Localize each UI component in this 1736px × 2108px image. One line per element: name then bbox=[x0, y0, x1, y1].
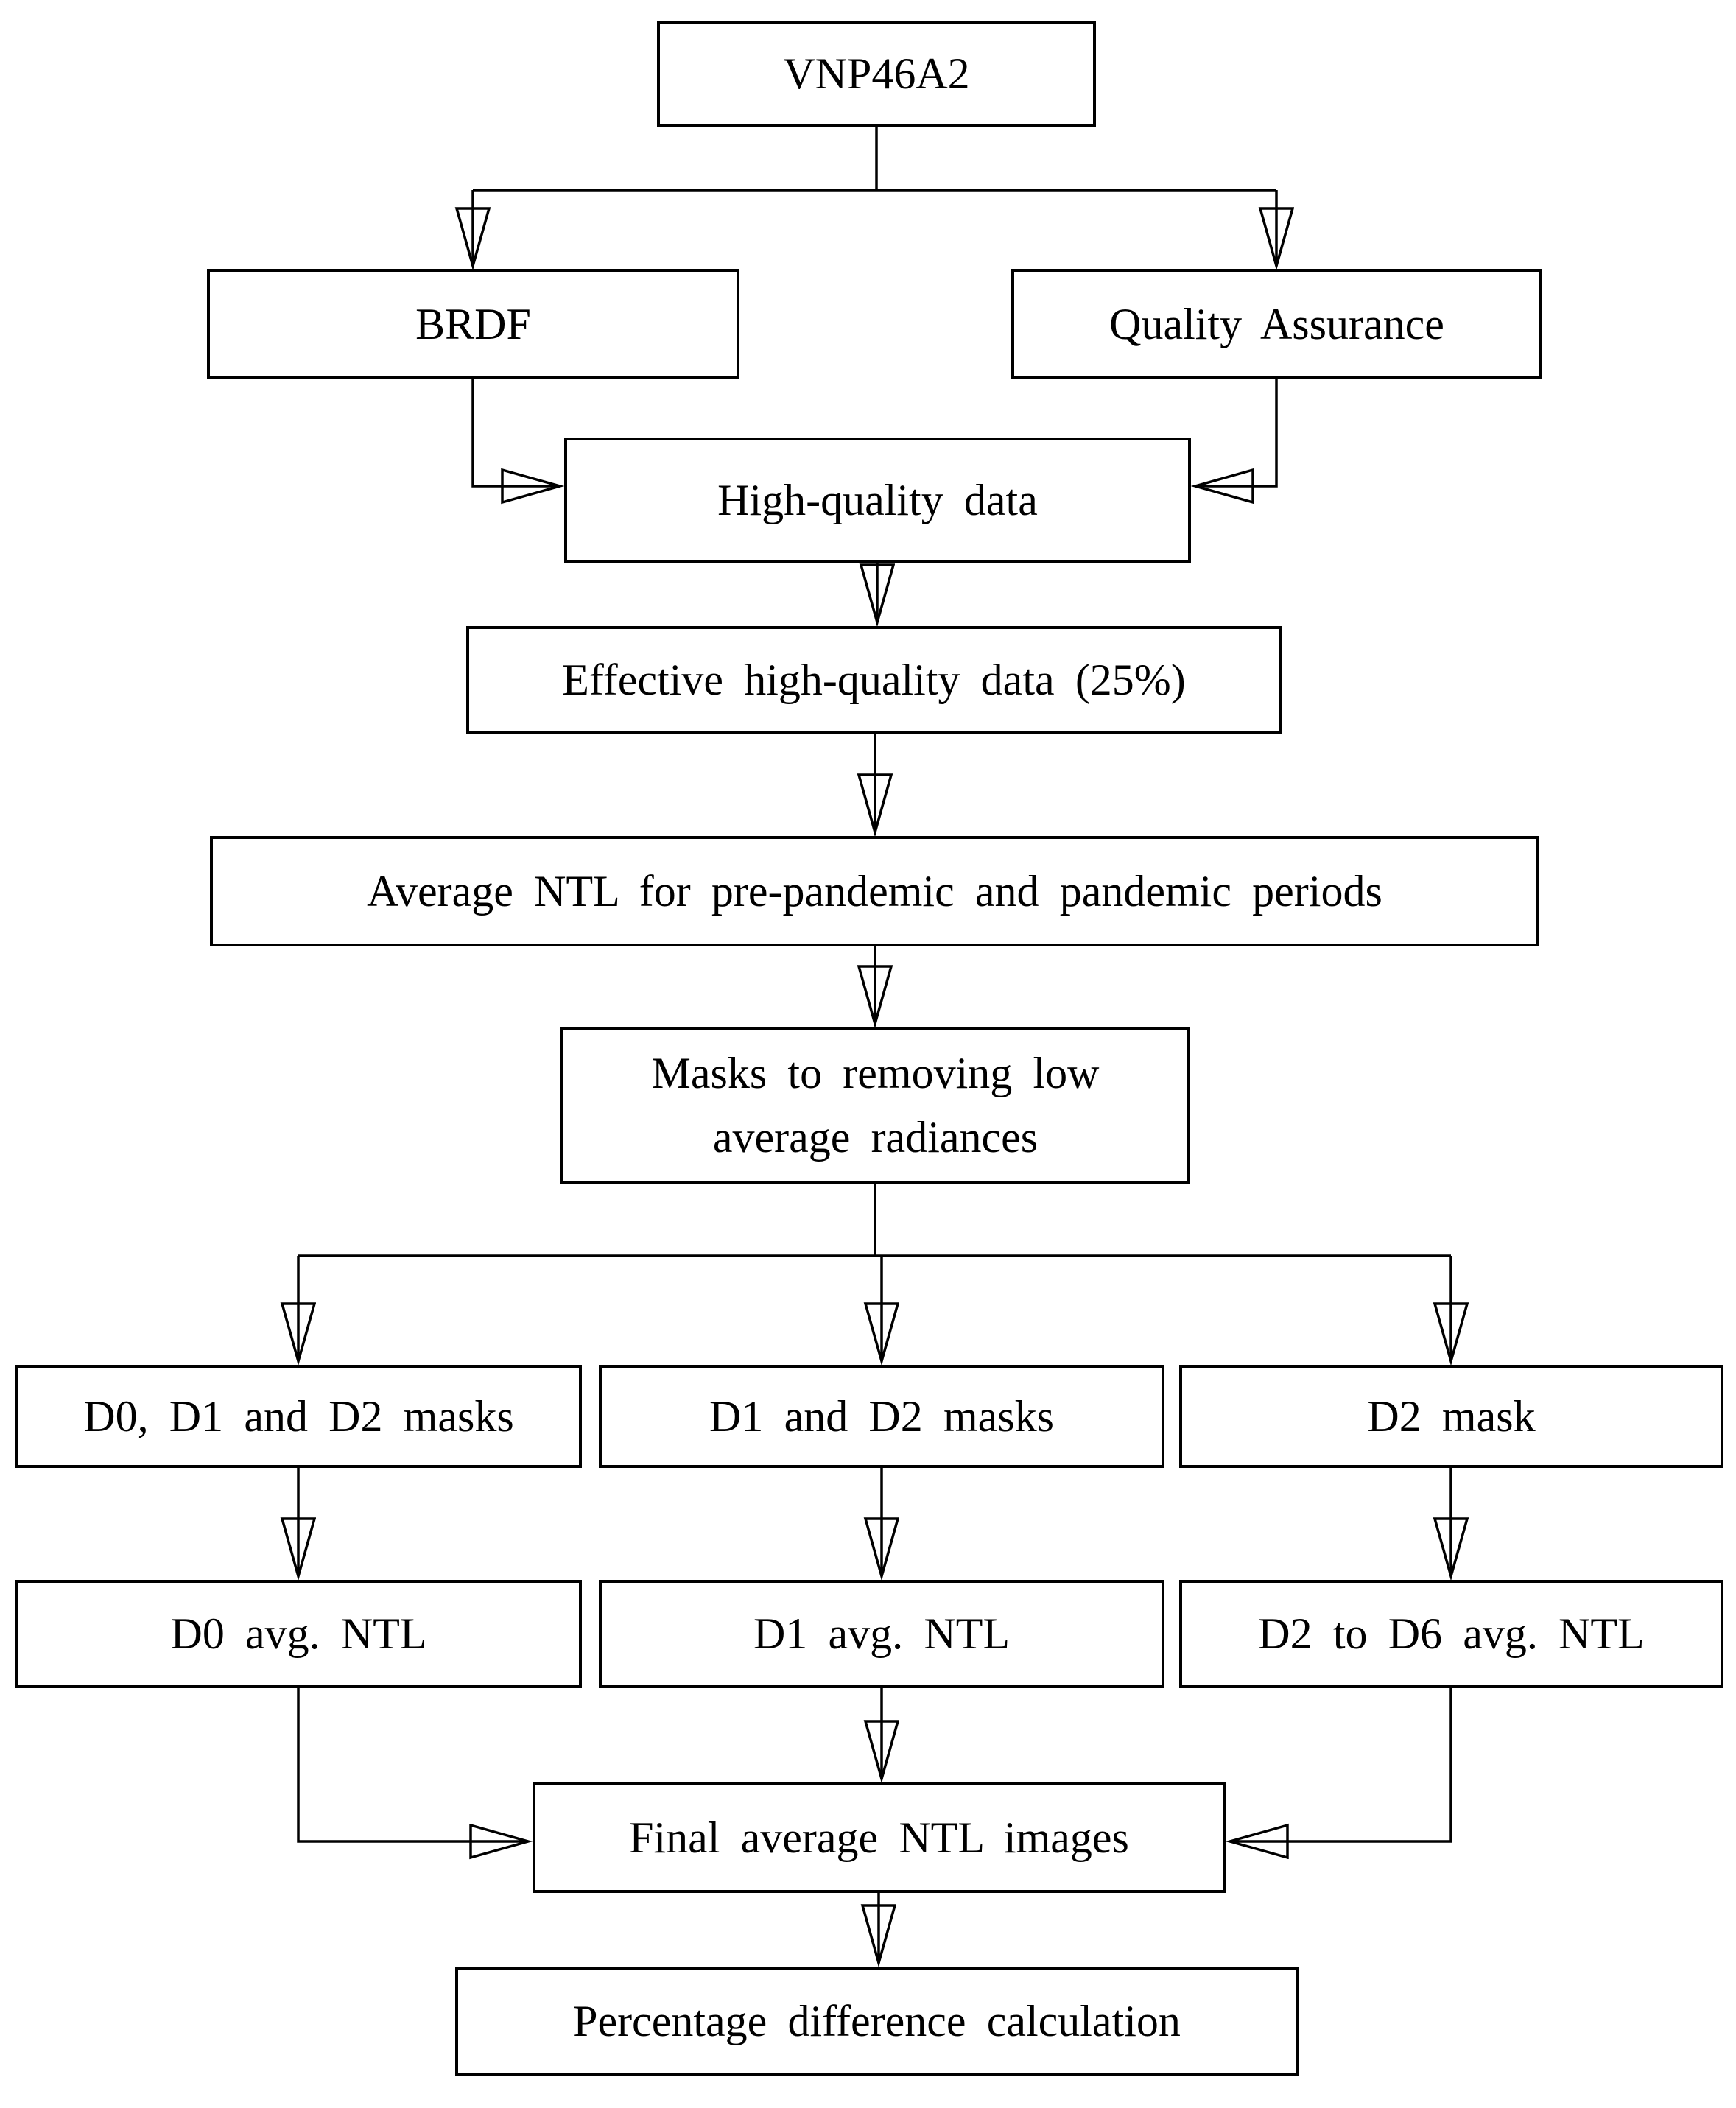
node-final-average-ntl-images-label: Final average NTL images bbox=[629, 1813, 1129, 1862]
node-percentage-difference-label: Percentage difference calculation bbox=[573, 1996, 1181, 2045]
node-masks-low-radiance-label: Masks to removing low average radiances bbox=[651, 1049, 1100, 1162]
node-brdf: BRDF bbox=[207, 269, 739, 379]
node-vnp46a2-label: VNP46A2 bbox=[783, 49, 970, 98]
edge-d2avg-to-final bbox=[1230, 1688, 1452, 1841]
node-d0-avg-ntl-label: D0 avg. NTL bbox=[170, 1609, 427, 1658]
node-d1-avg-ntl: D1 avg. NTL bbox=[599, 1580, 1164, 1688]
node-average-ntl-label: Average NTL for pre-pandemic and pandemi… bbox=[367, 866, 1382, 916]
node-d1-avg-ntl-label: D1 avg. NTL bbox=[753, 1609, 1010, 1658]
node-d2-d6-avg-ntl-label: D2 to D6 avg. NTL bbox=[1258, 1609, 1645, 1658]
node-percentage-difference: Percentage difference calculation bbox=[455, 1967, 1299, 2076]
node-brdf-label: BRDF bbox=[415, 299, 531, 348]
node-high-quality-data: High-quality data bbox=[564, 438, 1191, 563]
edge-d0avg-to-final bbox=[297, 1688, 528, 1841]
node-average-ntl: Average NTL for pre-pandemic and pandemi… bbox=[210, 836, 1539, 946]
node-effective-high-quality-data-label: Effective high-quality data (25%) bbox=[562, 656, 1186, 704]
node-d1-d2-masks: D1 and D2 masks bbox=[599, 1365, 1164, 1468]
node-effective-high-quality-data: Effective high-quality data (25%) bbox=[466, 626, 1282, 734]
node-vnp46a2: VNP46A2 bbox=[657, 21, 1096, 127]
node-d0-d1-d2-masks: D0, D1 and D2 masks bbox=[15, 1365, 582, 1468]
node-masks-low-radiance: Masks to removing low average radiances bbox=[560, 1027, 1190, 1184]
node-quality-assurance: Quality Assurance bbox=[1011, 269, 1542, 379]
node-high-quality-data-label: High-quality data bbox=[717, 475, 1038, 524]
node-quality-assurance-label: Quality Assurance bbox=[1109, 299, 1444, 348]
node-d1-d2-masks-label: D1 and D2 masks bbox=[709, 1391, 1054, 1441]
edge-brdf-to-hq bbox=[471, 379, 560, 486]
node-d0-d1-d2-masks-label: D0, D1 and D2 masks bbox=[83, 1391, 514, 1441]
node-final-average-ntl-images: Final average NTL images bbox=[533, 1782, 1226, 1893]
node-d2-d6-avg-ntl: D2 to D6 avg. NTL bbox=[1179, 1580, 1723, 1688]
node-d2-mask-label: D2 mask bbox=[1367, 1391, 1536, 1441]
node-d2-mask: D2 mask bbox=[1179, 1365, 1723, 1468]
edge-qa-to-hq bbox=[1195, 379, 1278, 486]
node-d0-avg-ntl: D0 avg. NTL bbox=[15, 1580, 582, 1688]
